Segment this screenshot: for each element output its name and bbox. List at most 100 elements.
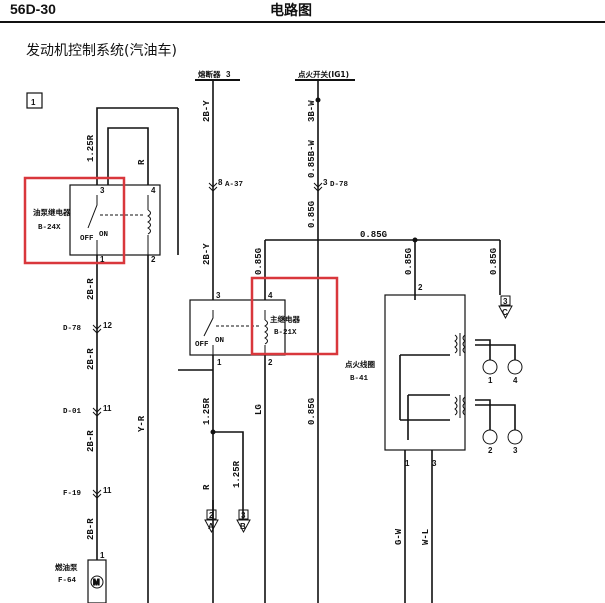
main-relay-code: B-21X xyxy=(274,329,297,337)
chevron-f19 xyxy=(92,489,102,499)
ref-b-box xyxy=(238,509,249,520)
ref-c-num: 3 xyxy=(503,297,508,306)
header-title: 电路图 xyxy=(270,3,312,19)
main-relay-coil xyxy=(264,319,268,345)
fuel-relay-pin3: 3 xyxy=(100,186,105,195)
ref-b-num: 3 xyxy=(241,511,246,520)
diagram-subtitle: 发动机控制系统(汽油车) xyxy=(26,43,177,59)
wire-label-2by-top: 2B-Y xyxy=(202,100,212,122)
spark-plug-4-icon xyxy=(507,359,523,375)
coil-secondary-a xyxy=(462,334,466,354)
pump-motor-m: M xyxy=(93,578,100,587)
main-relay-pin3: 3 xyxy=(216,291,221,300)
chevron-d78l xyxy=(92,324,102,334)
label-ignition: 点火开关(IG1) xyxy=(298,69,349,79)
wire-label-yr: Y-R xyxy=(137,415,147,432)
wire-label-125r-mid: 1.25R xyxy=(202,397,212,425)
spark-plug-3-icon xyxy=(507,429,523,445)
ref-a-triangle xyxy=(204,519,219,534)
chevron-d01 xyxy=(92,407,102,417)
wire-lines xyxy=(96,80,516,603)
wire-label-2by-mid: 2B-Y xyxy=(202,243,212,265)
ign-coil-pin2: 2 xyxy=(418,283,423,292)
ign-coil-code: B-41 xyxy=(350,375,369,383)
main-relay-on: ON xyxy=(215,337,224,345)
highlight-fuel-relay xyxy=(23,176,126,265)
wire-label-085bw: 0.85B-W xyxy=(307,140,317,178)
coil-primary-a xyxy=(454,334,458,354)
main-relay-body xyxy=(189,299,286,356)
highlight-main-relay xyxy=(250,276,339,356)
wire-label-wl: W-L xyxy=(421,529,431,545)
g-splice xyxy=(412,237,418,243)
wire-label-gw: G-W xyxy=(394,528,404,545)
spark-out-4: 4 xyxy=(513,376,518,385)
fuel-relay-body xyxy=(69,184,161,256)
conn-d78l-pin: 12 xyxy=(103,321,112,330)
main-relay-off: OFF xyxy=(195,341,209,349)
wire-coil-sec-a xyxy=(475,339,516,360)
wire-label-085g-e: 0.85G xyxy=(307,398,317,425)
ref-b-label: B xyxy=(240,522,246,531)
ign-coil-name: 点火线圈 xyxy=(345,359,375,369)
wire-label-085g-c: 0.85G xyxy=(404,248,414,275)
fuel-relay-on: ON xyxy=(99,231,108,239)
spark-plug-1-icon xyxy=(482,359,498,375)
wire-label-2br-a: 2B-R xyxy=(86,278,96,300)
wire-label-r-low: R xyxy=(202,484,212,490)
ref-a-label: A xyxy=(208,522,214,531)
ign-coil-pin3: 3 xyxy=(432,459,437,468)
fuel-relay-pin2: 2 xyxy=(151,255,156,264)
relay-internals: M xyxy=(87,195,466,589)
section-number: 1 xyxy=(31,98,36,107)
conn-a37: A-37 xyxy=(225,181,243,189)
connector-chevrons xyxy=(92,97,418,499)
ign-coil-pin1: 1 xyxy=(405,459,410,468)
section-box xyxy=(26,92,43,109)
label-fusible: 熔断器 xyxy=(198,69,221,79)
ref-a-box xyxy=(206,509,217,520)
conn-d01-pin: 11 xyxy=(103,404,112,413)
ref-markers xyxy=(204,295,513,534)
highlight-boxes xyxy=(23,176,339,356)
spark-out-2: 2 xyxy=(488,446,493,455)
wire-085g-bus xyxy=(264,239,500,300)
wire-label-085g-d: 0.85G xyxy=(489,248,499,275)
spark-out-1: 1 xyxy=(488,376,493,385)
conn-a37-pin: 8 xyxy=(218,178,223,187)
wire-label-2br-d: 2B-R xyxy=(86,518,96,540)
fuel-pump-name: 燃油泵 xyxy=(55,562,78,572)
wire-label-2br-c: 2B-R xyxy=(86,430,96,452)
wire-coil-sec-b xyxy=(475,399,516,430)
header-code: 56D-30 xyxy=(10,1,56,17)
wire-label-085g-h: 0.85G xyxy=(360,230,387,240)
main-relay-switch xyxy=(203,310,214,355)
wire-125r-branch xyxy=(213,431,244,520)
conn-d78r-pin: 3 xyxy=(323,178,328,187)
conn-f19-pin: 11 xyxy=(103,486,112,495)
main-relay-pin2: 2 xyxy=(268,358,273,367)
header-rule xyxy=(0,21,605,23)
fuel-relay-code: B-24X xyxy=(38,224,61,232)
ign-coil-body xyxy=(384,294,466,451)
r-splice xyxy=(210,429,216,435)
wire-label-2br-b: 2B-R xyxy=(86,348,96,370)
spark-plug-2-icon xyxy=(482,429,498,445)
wire-label-085g-b: 0.85G xyxy=(254,248,264,275)
conn-d78l: D-78 xyxy=(63,325,82,333)
wire-loop-outer xyxy=(96,107,179,255)
label-fusible-num: 3 xyxy=(226,70,231,79)
fuel-relay-pin4: 4 xyxy=(151,186,156,195)
fuel-pump-motor xyxy=(90,575,104,589)
fuel-pump-code: F-64 xyxy=(58,577,77,585)
wire-coil-int-b xyxy=(407,394,450,440)
ref-c-triangle xyxy=(498,305,513,320)
chevron-a37 xyxy=(208,182,218,192)
conn-d78r: D-78 xyxy=(330,181,349,189)
coil-secondary-b xyxy=(462,396,466,416)
conn-f19: F-19 xyxy=(63,490,82,498)
wire-label-125r-low: 1.25R xyxy=(232,460,242,488)
ref-a-num: 2 xyxy=(209,511,214,520)
fuel-relay-off: OFF xyxy=(80,235,94,243)
